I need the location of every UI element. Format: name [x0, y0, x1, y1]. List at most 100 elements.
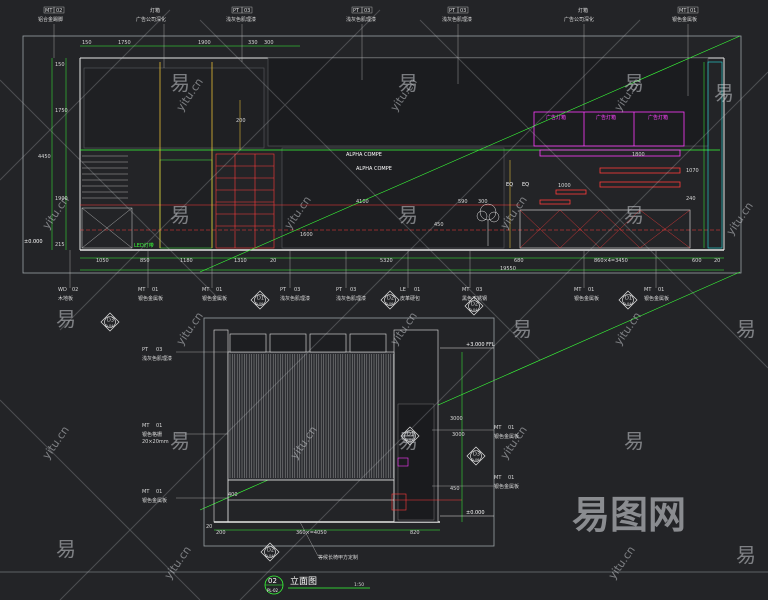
- ad-label-3: 广告灯箱: [648, 114, 668, 121]
- marker-bot: D-04: [623, 302, 632, 306]
- tag-code: PT: [280, 287, 287, 293]
- bottom-dim-10: 20: [714, 258, 720, 264]
- lower-markers: D1 D-04 D3 D-06 D2 D-04: [260, 426, 486, 562]
- tag-desc: 银色金属板: [672, 16, 697, 23]
- inner-dim-7: 1000: [558, 183, 571, 189]
- tag-code: MT: [142, 423, 150, 429]
- metal-grille: [229, 354, 394, 478]
- tag-code: PT: [336, 287, 343, 293]
- section-marker: D1 D-06: [250, 290, 270, 310]
- bottom-dim-4: 1310: [234, 258, 247, 264]
- tag-num: 03: [156, 347, 162, 353]
- tag-num: 03: [364, 8, 370, 14]
- lower-tag: MT 01 银色金属板: [494, 475, 519, 490]
- tag-desc: 浅灰色肌理漆: [442, 16, 472, 23]
- bottom-tag: MT 03 黑色不锈钢: [462, 287, 487, 302]
- watermark-char: 易: [624, 429, 644, 453]
- tag-num: 01: [690, 8, 696, 14]
- watermark-char: 易: [736, 317, 756, 341]
- bottom-tag: LE 01 皮革硬包: [400, 287, 420, 302]
- watermark-char: 易: [398, 71, 418, 95]
- upper-elevation: ALPHA COMPE ALPHA COMPE 广告灯箱 广告灯箱 广告灯箱 E…: [22, 35, 742, 274]
- tag-num: 03: [460, 8, 466, 14]
- tag-num: 01: [508, 475, 514, 481]
- tag-desc: 浅灰色肌理漆: [336, 295, 366, 302]
- top-tag: PT 03 浅灰色肌理漆: [226, 6, 256, 23]
- bottom-dim-3: 1180: [180, 258, 193, 264]
- top-tag: 灯箱 广告公司深化: [136, 7, 166, 23]
- tag-desc: 银色金属板: [494, 483, 519, 490]
- tag-desc: 银色金属板: [574, 295, 599, 302]
- watermark-char: 易: [624, 71, 644, 95]
- ad-label-2: 广告灯箱: [596, 114, 616, 121]
- bottom-dim-2: 850: [140, 258, 150, 264]
- watermark-char: 易: [56, 537, 76, 561]
- watermark-logo: 易图网: [572, 493, 686, 537]
- tag-code: LE: [400, 287, 406, 293]
- inner-dim-5: 1600: [300, 232, 313, 238]
- lower-tag: MT 01 银色格栅 20×20mm: [142, 423, 169, 445]
- bottom-tag: MT 01 银色金属板: [202, 287, 227, 302]
- left-dim-3: 4450: [38, 154, 51, 160]
- lower-dim-4: 360×=4050: [296, 530, 327, 536]
- lower-dim-2: 20: [206, 524, 212, 530]
- bottom-tags: WD 02 木地板 MT 01 银色金属板 MT 01 银色金属板 PT 03 …: [58, 250, 669, 302]
- inner-dim-10: 1070: [686, 168, 699, 174]
- tag-num: 02: [56, 8, 62, 14]
- bottom-dim-5: 20: [270, 258, 276, 264]
- title-sub: PL-02: [267, 588, 279, 593]
- tag-num: 03: [244, 8, 250, 14]
- tag-desc: 黑色不锈钢: [462, 295, 487, 302]
- bottom-total: 19550: [500, 266, 516, 272]
- marker-bot: D-04: [265, 554, 274, 558]
- sign-text-secondary: ALPHA COMPE: [356, 166, 392, 172]
- tag-num: 03: [350, 287, 356, 293]
- lower-tag: MT 01 银色金属板: [494, 425, 519, 440]
- lower-dim-6: 400: [228, 492, 238, 498]
- eq-label-2: EQ: [522, 182, 529, 188]
- tag-code: PT: [449, 8, 456, 14]
- watermark-char: 易: [624, 203, 644, 227]
- marker-top: D2: [471, 302, 478, 308]
- marker-bot: D-04: [405, 438, 414, 442]
- section-markers: D3 D-04 D1 D-06 D2 D-06 D2 D-04 D1 D-04: [100, 290, 638, 332]
- tag-code: MT: [494, 475, 502, 481]
- bottom-tag: WD 02 木地板: [58, 287, 78, 302]
- tag-code: MT: [494, 425, 502, 431]
- tag-desc: 木地板: [58, 295, 73, 302]
- watermark-char: 易: [398, 203, 418, 227]
- bottom-dim-6: 5320: [380, 258, 393, 264]
- tag-desc: 银色金属板: [644, 295, 669, 302]
- marker-top: D3: [473, 452, 480, 458]
- title-scale: 1:50: [354, 582, 364, 588]
- top-tag: PT 03 浅灰色肌理漆: [442, 6, 472, 23]
- inner-dim-6: 1800: [632, 152, 645, 158]
- tag-desc: 广告公司深化: [136, 16, 166, 23]
- tag-code: WD: [58, 287, 67, 293]
- inner-dim-3: 300: [478, 199, 488, 205]
- watermark-char: 易: [56, 307, 76, 331]
- top-tag: MT 02 铝合金踢脚: [38, 6, 65, 23]
- inner-dim-2: 590: [458, 199, 468, 205]
- marker-top: D3: [107, 318, 114, 324]
- tag-num: 02: [72, 287, 78, 293]
- watermark-char: 易: [170, 71, 190, 95]
- watermark-char: 易: [736, 543, 756, 567]
- tag-desc: 浅灰色肌理漆: [346, 16, 376, 23]
- level-top: +3.000 FFL: [466, 342, 495, 348]
- watermark-char: 易: [170, 429, 190, 453]
- drawing-title: 02 PL-02 立面图 1:50: [264, 575, 370, 595]
- tag-num: 01: [156, 489, 162, 495]
- tag-desc: 浅灰色肌理漆: [226, 16, 256, 23]
- bottom-tag: MT 01 银色金属板: [574, 287, 599, 302]
- tag-code: MT: [679, 8, 687, 14]
- watermark-site: yitu.cn: [724, 200, 756, 238]
- tag-num: 01: [152, 287, 158, 293]
- bottom-tag: PT 03 浅灰色肌理漆: [280, 287, 310, 302]
- top-dim-2: 1750: [118, 40, 131, 46]
- marker-bot: D-06: [471, 458, 479, 462]
- section-marker: D1 D-04: [400, 426, 420, 446]
- elevation-zero: ±0.000: [24, 239, 43, 245]
- tag-code: MT: [142, 489, 150, 495]
- lower-dim-3: 200: [216, 530, 226, 536]
